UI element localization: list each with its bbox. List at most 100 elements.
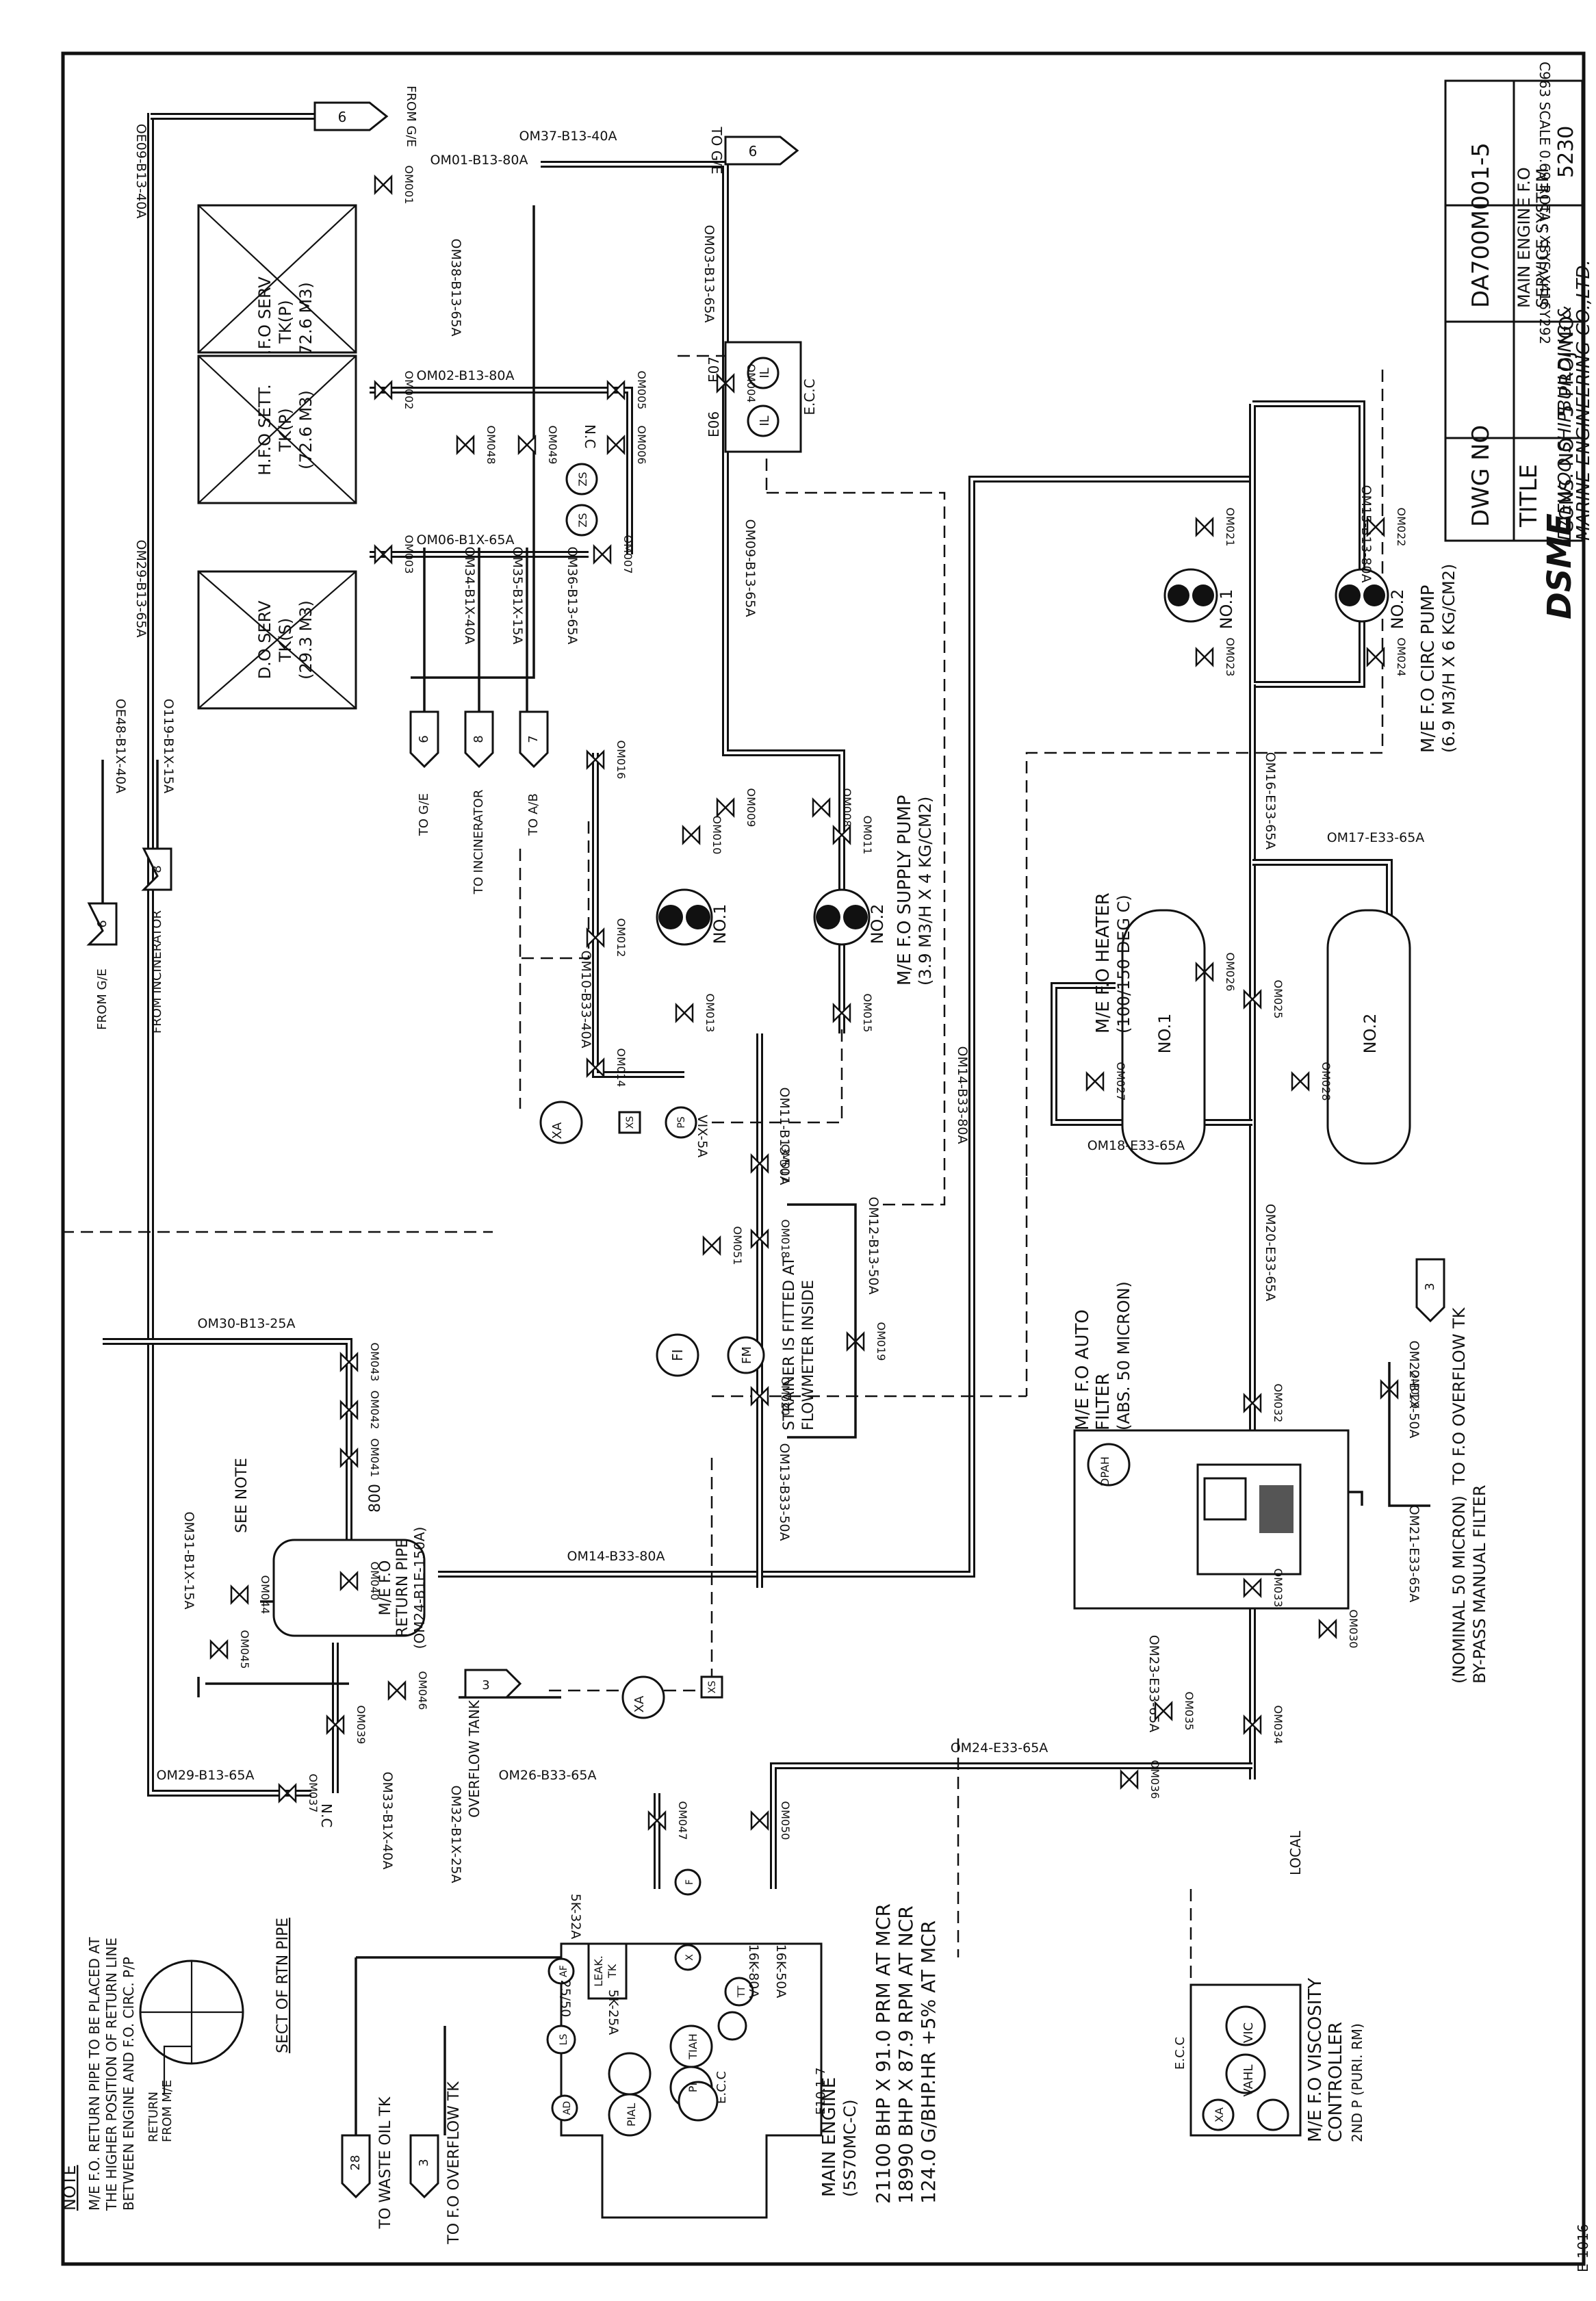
valve-tag: OM007 bbox=[621, 535, 634, 574]
hfo-sett-line2: TK(P) bbox=[276, 408, 295, 452]
dest-from-ge-left-text: FROM G/E bbox=[95, 968, 110, 1030]
valve-symbol bbox=[606, 379, 626, 401]
return-pipe-line1: M/E F.O bbox=[377, 1560, 394, 1616]
valve-symbol bbox=[750, 1153, 769, 1174]
flowmeter: FM FI STRAINER IS FITTED AT FLOWMETER IN… bbox=[656, 1257, 817, 1430]
pipe-label: OM03-B13-65A bbox=[702, 225, 717, 323]
see-note: SEE NOTE bbox=[233, 1458, 250, 1533]
do-serv-line1: D.O SERV bbox=[255, 600, 274, 679]
valve-symbol bbox=[750, 1228, 769, 1250]
valve-symbol bbox=[1195, 646, 1214, 668]
auto-filter-line3: (ABS. 50 MICRON) bbox=[1114, 1281, 1133, 1430]
valve-tag: OM037 bbox=[307, 1774, 320, 1813]
valve-symbol bbox=[1243, 1714, 1262, 1736]
supply-pump-no2: NO.2 bbox=[813, 888, 887, 946]
valve-tag: OM049 bbox=[546, 426, 559, 465]
dest-to-waste-oil-text: TO WASTE OIL TK bbox=[377, 2096, 394, 2229]
pipe-label: 16K-50A bbox=[773, 1944, 788, 1998]
supply-pump-no1: NO.1 bbox=[656, 888, 730, 946]
pipe-label: OM14-B33-80A bbox=[955, 1046, 970, 1144]
dest-from-ge-top: 6 FROM G/E bbox=[313, 86, 418, 147]
pipe-label: OM38-B13-65A bbox=[448, 239, 463, 337]
circ-pump-no1-label: NO.1 bbox=[1217, 589, 1236, 630]
e1017-label: E10.1-7 bbox=[814, 2068, 828, 2115]
scale-note: C963 SCALE 0.69 ROTA : XSYS,X416Y292 bbox=[1536, 62, 1553, 344]
dpah-e09: DPAH bbox=[1087, 1443, 1131, 1487]
valve-tag: OM001 bbox=[402, 166, 415, 205]
valve-tag: OM013 bbox=[704, 994, 717, 1033]
valve-symbol bbox=[1243, 1577, 1262, 1599]
valve-symbol bbox=[647, 1810, 667, 1831]
valve-symbol bbox=[1085, 1070, 1105, 1092]
pipe-label: OM13-B33-50A bbox=[777, 1443, 792, 1541]
dwg-no: DA700M001-5 bbox=[1467, 142, 1495, 308]
dest-to-ab-text: TO A/B bbox=[526, 793, 541, 836]
title-line-2: SERVICE SYSTEM bbox=[1533, 168, 1552, 308]
pipe-label: OM06-B1X-65A bbox=[417, 532, 515, 548]
company-block: DSME DAEWOO SHIPBUILDING & MARINE ENGINE… bbox=[1541, 259, 1594, 619]
dest-to-fo-overflow-bottom-num: 3 bbox=[417, 2159, 431, 2166]
engine-rating-2: 18990 BHP X 87.9 RPM AT NCR bbox=[894, 1905, 917, 2204]
xs-e02-tag: XS bbox=[707, 1681, 718, 1694]
valve-symbol bbox=[339, 1399, 359, 1421]
pipe-label: OM34-B1X-40A bbox=[462, 547, 477, 645]
note-line-1: M/E F.O. RETURN PIPE TO BE PLACED AT bbox=[86, 1937, 103, 2211]
fm-tag: FM bbox=[740, 1346, 754, 1364]
engine-rating-3: 124.0 G/BHP.HR +5% AT MCR bbox=[917, 1920, 940, 2204]
valve-symbol bbox=[716, 797, 735, 819]
dest-overflow-tank-text: OVERFLOW TANK bbox=[466, 1699, 482, 1818]
pipe-label: OM02-B13-80A bbox=[417, 368, 515, 383]
xa-e03-tag: XA bbox=[1213, 2107, 1226, 2122]
return-pipe: M/E F.O RETURN PIPE (OM24-B1E-150A) SEE … bbox=[233, 1458, 428, 1649]
il-e06: IL bbox=[758, 368, 772, 378]
pipe-label: VIX-5A bbox=[695, 1115, 710, 1158]
xa-e01: XA XS PS bbox=[539, 1101, 697, 1144]
valve-symbol bbox=[702, 1235, 721, 1257]
signal-lines bbox=[62, 355, 1384, 1985]
tt-tag: TT bbox=[736, 1985, 747, 1998]
dest-from-incinerator-num: 8 bbox=[150, 865, 164, 873]
valve-tag: OM040 bbox=[368, 1562, 381, 1601]
hfo-serv-line2: TK(P) bbox=[276, 300, 295, 344]
dim-800: 800 bbox=[367, 1484, 384, 1513]
note-return-1: RETURN bbox=[146, 2092, 161, 2142]
valve-tag: OM023 bbox=[1224, 638, 1237, 677]
valve-symbol bbox=[586, 927, 605, 949]
valve-tag: OM026 bbox=[1224, 953, 1237, 992]
circ-pump-title: M/E F.O CIRC PUMP bbox=[1418, 585, 1439, 754]
pial-tag: PIAL bbox=[625, 2103, 638, 2126]
valve-symbol bbox=[716, 372, 735, 394]
pipe-label: OM30-B13-25A bbox=[198, 1316, 296, 1331]
pipe-label: OM36-B13-65A bbox=[565, 547, 580, 645]
pipe-label: OM31-B1X-15A bbox=[181, 1512, 196, 1610]
valve-symbol bbox=[1366, 516, 1385, 538]
heater-no1-label: NO.1 bbox=[1155, 1014, 1174, 1054]
circ-pump-spec: (6.9 M3/H X 6 KG/CM2) bbox=[1439, 564, 1458, 753]
heater-spec: (100/150 DEG C) bbox=[1114, 895, 1133, 1033]
valve-tag: OM032 bbox=[1272, 1384, 1285, 1423]
hfo-sett-tank: H.F.O SETT. TK(P) (72.6 M3) bbox=[197, 355, 357, 504]
valve-symbol bbox=[1243, 1392, 1262, 1414]
supply-pump-caption: M/E F.O SUPPLY PUMP (3.9 M3/H X 4 KG/CM2… bbox=[894, 795, 935, 986]
dest-from-incinerator-text: FROM INCINERATOR bbox=[150, 910, 164, 1033]
xs-e01-tag: XS bbox=[625, 1116, 636, 1129]
pipe-label: 16K-80A bbox=[746, 1944, 761, 1998]
circ-pump-no2: NO.2 bbox=[1335, 568, 1407, 629]
hfo-sett-line1: H.F.O SETT. bbox=[255, 384, 274, 475]
dest-to-waste-oil: 28 TO WASTE OIL TK bbox=[341, 2096, 394, 2229]
dest-to-incinerator: 8 TO INCINERATOR bbox=[464, 710, 494, 895]
company-line-2: MARINE ENGINEERING CO.,LTD. bbox=[1573, 259, 1594, 541]
dest-to-ge-top-num: 6 bbox=[749, 143, 758, 159]
valve-symbol bbox=[832, 824, 851, 846]
pipe-label: OM09-B13-65A bbox=[743, 519, 758, 617]
pipe-label: OM10-B33-40A bbox=[578, 951, 593, 1049]
do-serv-line3: (29.3 M3) bbox=[296, 600, 316, 680]
valve-symbol bbox=[374, 379, 393, 401]
valve-symbol bbox=[586, 1057, 605, 1079]
valve-symbol bbox=[1318, 1618, 1337, 1640]
supply-pump-no1-label: NO.1 bbox=[710, 904, 730, 944]
valve-symbol bbox=[374, 543, 393, 565]
pipe-label: OM33-B1X-40A bbox=[380, 1772, 395, 1870]
valve-tag: OM021 bbox=[1224, 508, 1237, 547]
zs-switches: ZS ZS bbox=[565, 463, 598, 537]
